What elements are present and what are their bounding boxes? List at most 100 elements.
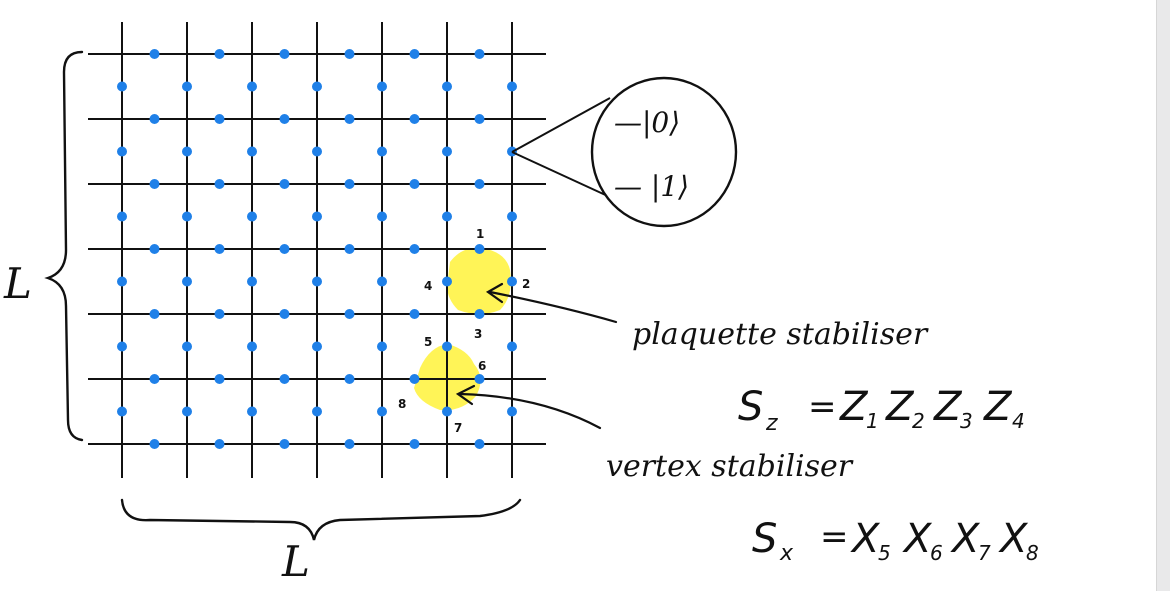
z1-op: Z [839,384,869,430]
qubit-number-2: 2 [522,277,530,291]
qubit-dot [507,406,517,417]
z3-op: Z [933,384,963,430]
qubit-dot [182,406,192,417]
qubit-dot [182,81,192,92]
qubit-dot [474,114,485,124]
vertical-size-label: L [3,259,32,308]
z4-index: 4 [1012,409,1025,433]
window-scroll-edge[interactable] [1156,0,1170,591]
z3-index: 3 [960,409,973,433]
ket-zero-level: —|0⟩ [614,106,680,139]
qubit-dot [344,439,355,449]
qubit-dot [442,211,452,222]
qubit-dot [117,276,127,287]
x5-index: 5 [878,541,891,565]
qubit-dot [507,341,517,352]
qubit-dot [247,341,257,352]
qubit-dot [182,211,192,222]
z1-index: 1 [866,409,879,433]
qubit-number-6: 6 [478,359,486,373]
qubit-dot [214,49,225,59]
vertical-size-brace [44,50,84,442]
qubit-dot [279,49,290,59]
toric-code-diagram: L L —|0⟩ — |1⟩ 1 2 3 4 5 6 7 8 [3,22,1039,586]
qubit-dot [409,309,420,319]
qubit-dot [442,81,452,92]
qubit-number-1: 1 [476,227,484,241]
qubit-dot [344,49,355,59]
qubit-dot [279,439,290,449]
qubit-dot [149,309,160,319]
qubit-dot [149,439,160,449]
sz-equals: = [808,387,837,427]
x7-index: 7 [978,541,991,565]
qubit-dot [149,114,160,124]
sx-equals: = [820,517,849,557]
qubit-dot [279,309,290,319]
qubit-dot [377,211,387,222]
qubit-dot [117,341,127,352]
qubit-dot [507,276,517,287]
qubit-dot [377,406,387,417]
qubit-dot [442,406,452,417]
qubit-dot [474,244,485,254]
qubit-dot [507,81,517,92]
lattice-grid [88,22,546,478]
horizontal-size-brace [120,498,522,541]
qubit-dot [312,211,322,222]
x5-op: X [850,516,881,562]
qubit-dot [344,244,355,254]
qubit-dot [409,374,420,384]
qubit-dot [182,276,192,287]
plaquette-arrow [485,282,618,324]
qubit-dot [344,114,355,124]
sx-subscript: x [779,541,794,566]
z2-op: Z [885,384,915,430]
x7-op: X [950,516,981,562]
qubit-dot [474,439,485,449]
qubit-dot [214,374,225,384]
qubit-dot [247,146,257,157]
qubit-dot [247,81,257,92]
qubit-zoom-callout: —|0⟩ — |1⟩ [511,76,738,228]
qubit-dot [474,374,485,384]
qubit-dot [409,114,420,124]
qubit-dot [344,309,355,319]
x8-op: X [998,516,1029,562]
qubit-dot [247,406,257,417]
qubit-dot [474,49,485,59]
plaquette-formula: S z = Z 1 Z 2 Z 3 Z 4 [738,384,1025,436]
sz-subscript: z [765,411,778,436]
ket-one-level: — |1⟩ [614,170,689,203]
qubit-dot [344,179,355,189]
plaquette-stabiliser-label: plaquette stabiliser [632,317,929,352]
qubit-dot [507,211,517,222]
qubit-dot [182,146,192,157]
sx-symbol: S [752,516,777,562]
plaquette-highlight [447,247,511,314]
qubit-number-3: 3 [474,327,482,341]
qubit-dot [312,81,322,92]
qubit-dot [117,406,127,417]
qubit-dot [312,276,322,287]
qubit-number-5: 5 [424,335,432,349]
qubit-dot [312,146,322,157]
qubit-dot [474,309,485,319]
qubit-dot [474,179,485,189]
qubit-dot [377,81,387,92]
qubit-dot [279,374,290,384]
qubit-number-8: 8 [398,397,406,411]
qubit-dot [344,374,355,384]
qubit-dot [214,439,225,449]
qubit-dot [377,341,387,352]
qubit-dot [312,341,322,352]
qubit-dot [149,374,160,384]
vertex-formula: S x = X 5 X 6 X 7 X 8 [752,516,1039,566]
qubit-dot [442,146,452,157]
qubit-dot [409,244,420,254]
vertex-arrow [455,384,602,430]
qubit-number-7: 7 [454,421,462,435]
qubit-dot [409,49,420,59]
qubit-dot [149,49,160,59]
qubit-dot [442,341,452,352]
